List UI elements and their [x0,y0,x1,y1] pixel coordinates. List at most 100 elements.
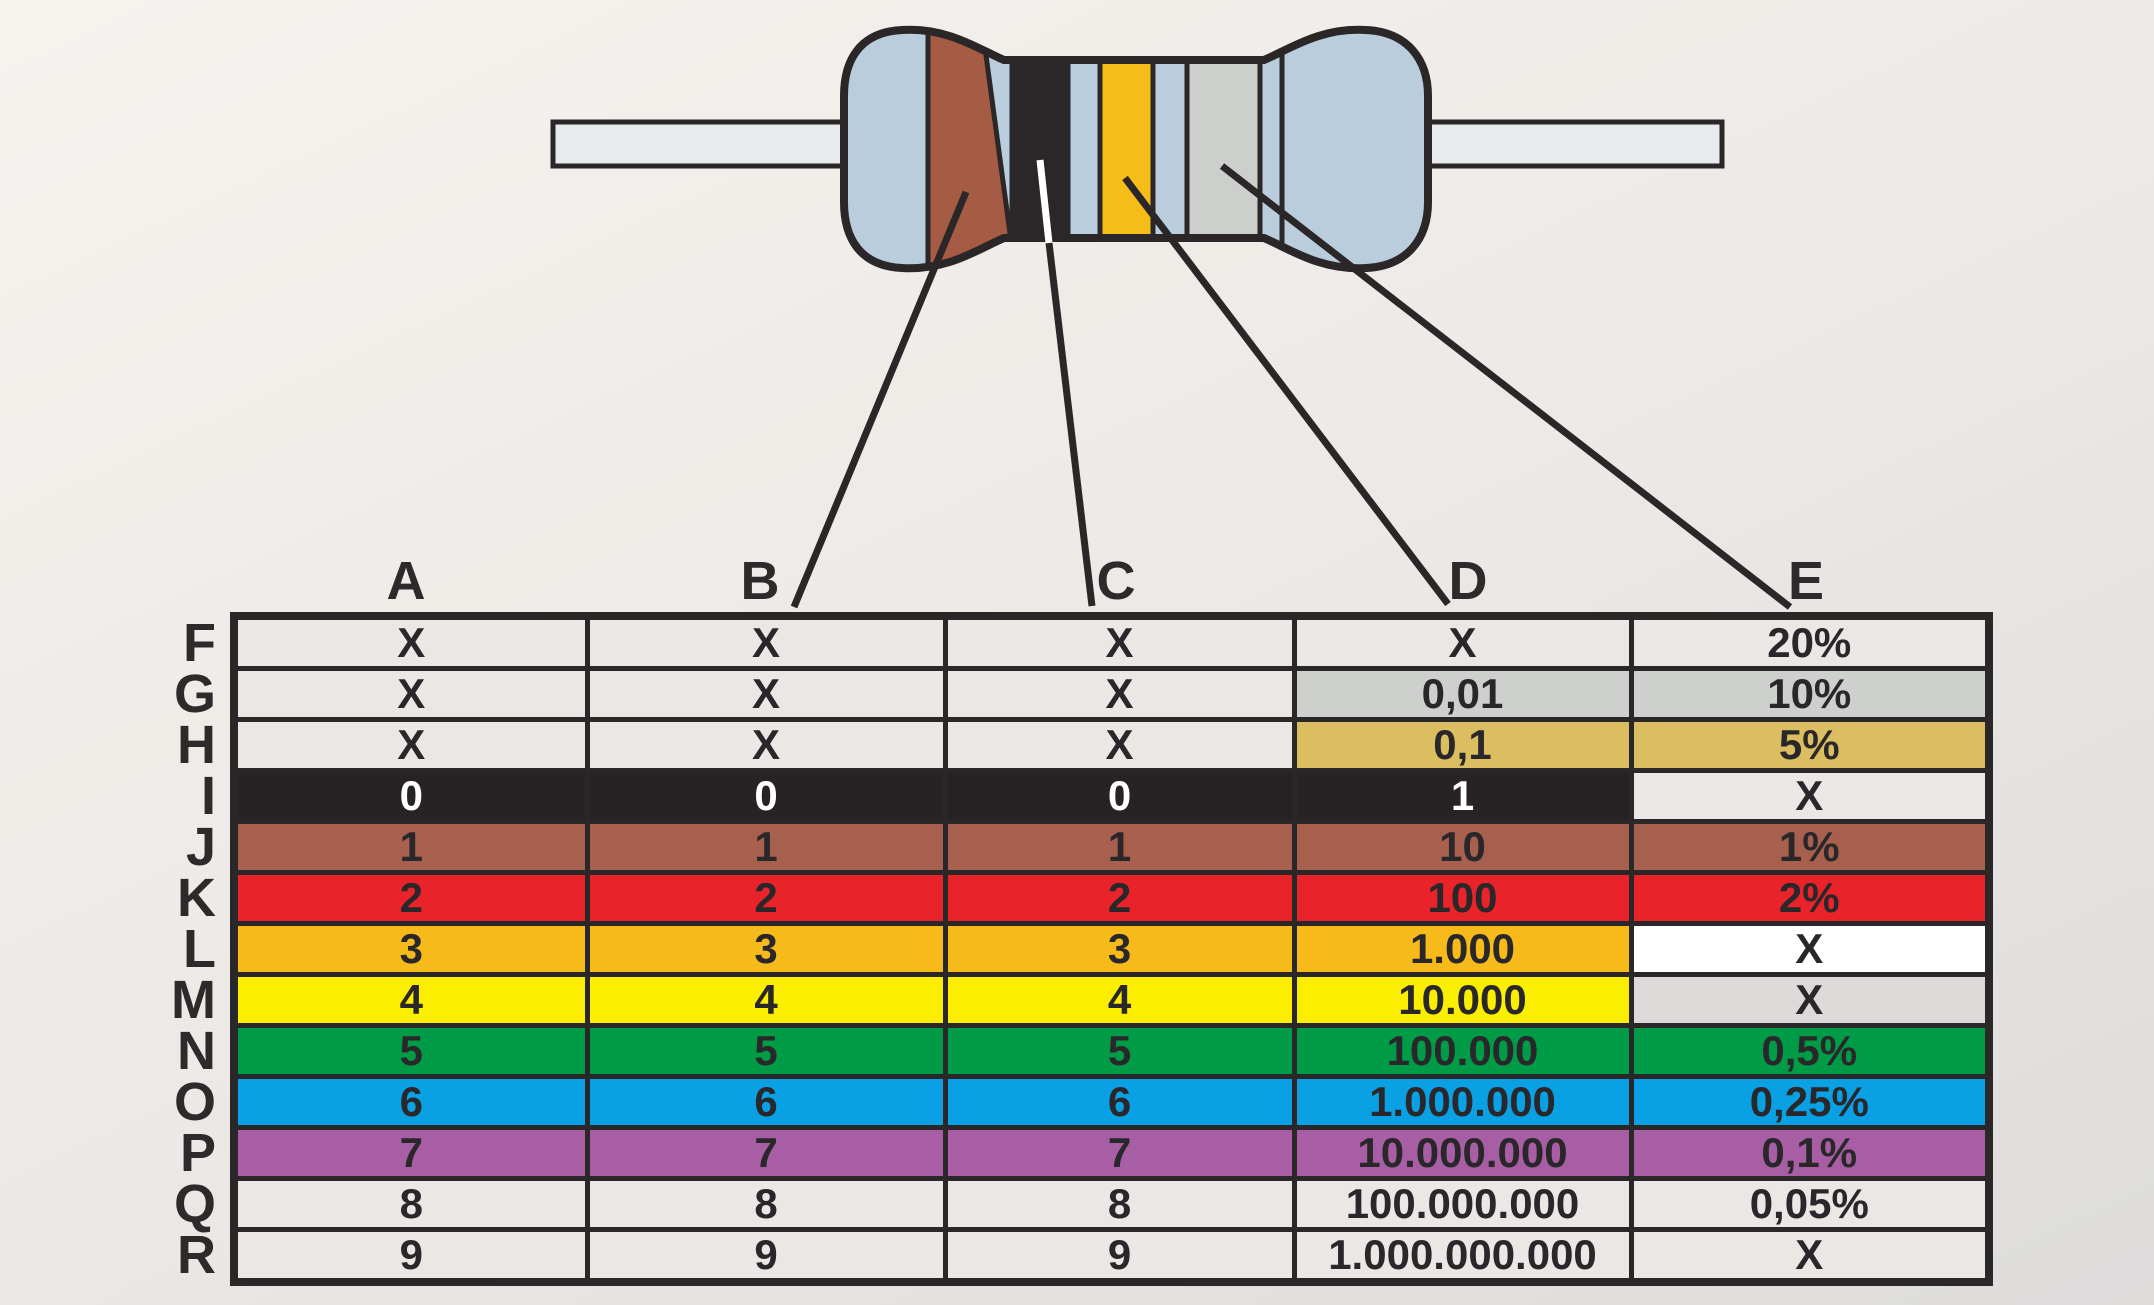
column-letter-E: E [1787,551,1825,611]
cell-H-A: X [231,717,590,773]
row-letter-M: M [171,970,216,1030]
cell-F-E: 20% [1628,613,1992,671]
cell-K-C: 2 [942,870,1297,926]
row-letter-G: G [173,664,216,724]
cell-M-B: 4 [584,972,948,1028]
pointer-line-brown-to-B [790,190,970,609]
cell-K-A: 2 [231,870,590,926]
cell-Q-B: 8 [584,1176,948,1232]
cell-F-B: X [584,613,948,671]
cell-K-B: 2 [584,870,948,926]
cell-G-B: X [584,666,948,722]
cell-H-D: 0,1 [1291,717,1634,773]
cell-N-B: 5 [584,1023,948,1079]
cell-M-A: 4 [231,972,590,1028]
cell-P-E: 0,1% [1628,1125,1992,1181]
cell-N-A: 5 [231,1023,590,1079]
row-letter-F: F [183,613,216,673]
right-lead [1419,119,1725,169]
row-letter-I: I [200,766,216,826]
silver-band [1184,37,1263,259]
cell-R-A: 9 [231,1227,590,1285]
cell-R-D: 1.000.000.000 [1291,1227,1634,1285]
cell-M-D: 10.000 [1291,972,1634,1028]
cell-J-B: 1 [584,819,948,875]
cell-L-B: 3 [584,921,948,977]
cell-O-C: 6 [942,1074,1297,1130]
resistor-diagram [550,25,1793,610]
cell-O-A: 6 [231,1074,590,1130]
cell-N-E: 0,5% [1628,1023,1992,1079]
cell-N-C: 5 [942,1023,1297,1079]
cell-I-B: 0 [584,768,948,824]
cell-I-A: 0 [231,768,590,824]
row-letter-N: N [177,1021,216,1081]
cell-P-D: 10.000.000 [1291,1125,1634,1181]
black-band [1009,37,1071,259]
row-letter-P: P [179,1123,216,1183]
cell-G-C: X [942,666,1297,722]
cell-F-A: X [231,613,590,671]
column-letter-C: C [1096,551,1136,611]
cell-P-B: 7 [584,1125,948,1181]
cell-I-D: 1 [1291,768,1634,824]
cell-J-D: 10 [1291,819,1634,875]
cell-R-C: 9 [942,1227,1297,1285]
row-letter-R: R [177,1225,216,1285]
cell-J-E: 1% [1628,819,1992,875]
cell-R-E: X [1628,1227,1992,1285]
row-letter-L: L [183,919,216,979]
cell-Q-D: 100.000.000 [1291,1176,1634,1232]
cell-L-C: 3 [942,921,1297,977]
cell-J-A: 1 [231,819,590,875]
column-letter-B: B [740,551,780,611]
cell-Q-C: 8 [942,1176,1297,1232]
cell-L-E: X [1628,921,1992,977]
row-letter-H: H [177,715,216,775]
cell-O-E: 0,25% [1628,1074,1992,1130]
cell-L-D: 1.000 [1291,921,1634,977]
column-letter-A: A [386,551,426,611]
cell-K-D: 100 [1291,870,1634,926]
brown-band [925,29,1019,269]
cell-P-A: 7 [231,1125,590,1181]
cell-P-C: 7 [942,1125,1297,1181]
cell-O-B: 6 [584,1074,948,1130]
cell-N-D: 100.000 [1291,1023,1634,1079]
column-letter-D: D [1448,551,1488,611]
cell-F-C: X [942,613,1297,671]
cell-M-C: 4 [942,972,1297,1028]
cell-J-C: 1 [942,819,1297,875]
cell-G-D: 0,01 [1291,666,1634,722]
cell-R-B: 9 [584,1227,948,1285]
row-letter-O: O [173,1072,216,1132]
cell-G-A: X [231,666,590,722]
pointer-line-yellow-to-D [1122,175,1451,607]
cell-H-E: 5% [1628,717,1992,773]
cell-K-E: 2% [1628,870,1992,926]
cell-H-B: X [584,717,948,773]
yellow-band [1097,37,1156,259]
cell-F-D: X [1291,613,1634,671]
cell-G-E: 10% [1628,666,1992,722]
cell-Q-E: 0,05% [1628,1176,1992,1232]
row-letter-J: J [185,817,216,877]
cell-L-A: 3 [231,921,590,977]
pointer-line-black-on-band [1036,159,1053,244]
row-letter-K: K [177,868,216,928]
cell-O-D: 1.000.000 [1291,1074,1634,1130]
left-lead [550,119,856,169]
cell-I-C: 0 [942,768,1297,824]
